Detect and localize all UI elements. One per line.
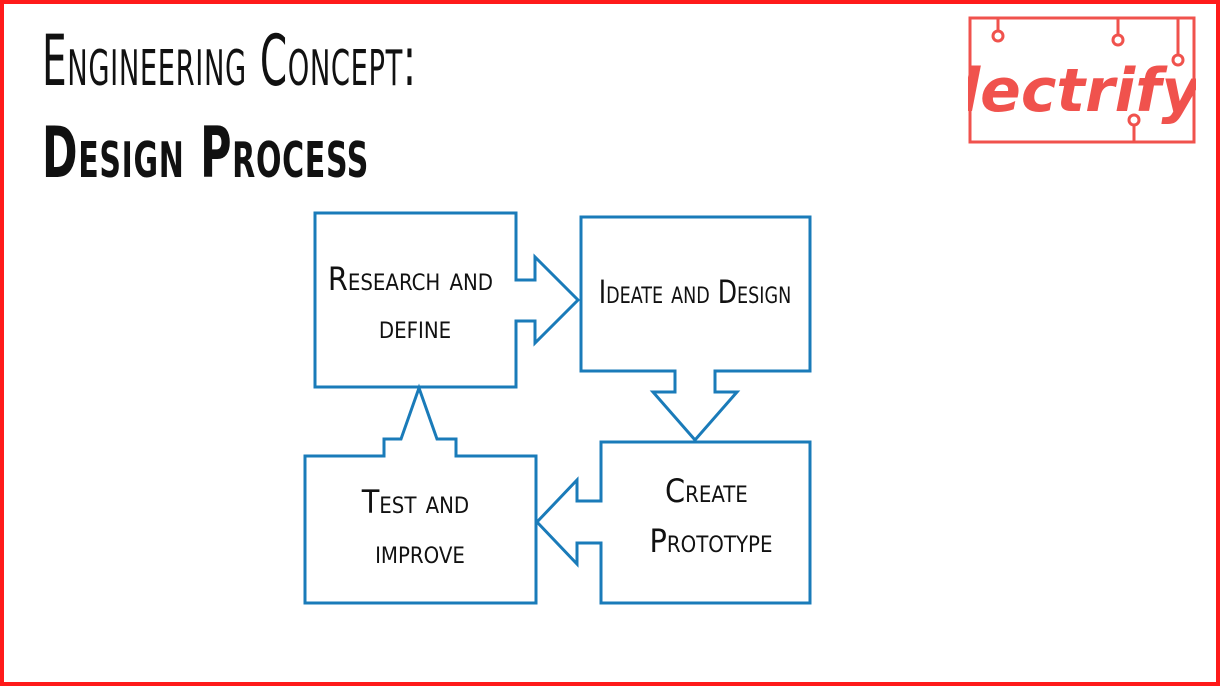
- step-prototype-label: Create Prototype: [650, 472, 773, 560]
- title-line-2: Design Process: [42, 112, 369, 194]
- logo-text: lectrify: [968, 56, 1196, 126]
- step-test-box: [303, 383, 538, 605]
- lectrify-logo: lectrify: [968, 16, 1196, 144]
- step-ideate-label: Ideate and Design: [599, 274, 792, 311]
- step-research-label: Research and define: [328, 260, 502, 346]
- step-test-label: Test and improve: [361, 483, 479, 571]
- title-line-1: Engineering Concept:: [42, 20, 417, 102]
- step-ideate-box: [579, 215, 812, 443]
- step-prototype-box: [534, 440, 812, 605]
- step-research-box: [313, 211, 581, 389]
